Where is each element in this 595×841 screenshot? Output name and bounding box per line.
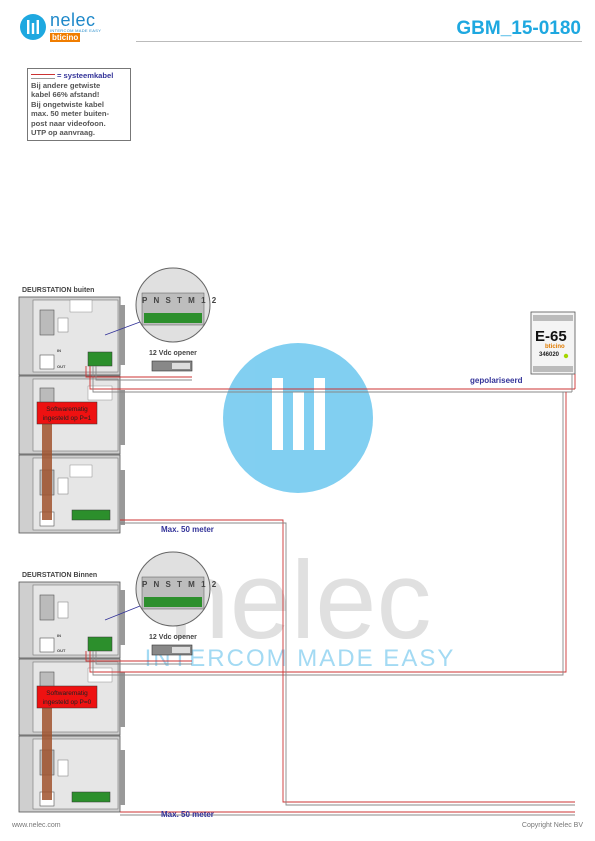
logo-wordmark: nelec — [50, 10, 96, 30]
opener-label: 12 Vdc opener — [149, 350, 197, 357]
software-note-box — [36, 401, 98, 425]
power-supply-code: 346020 — [539, 352, 560, 358]
bticino-logo: bticino — [50, 33, 81, 42]
note-line: max. 50 meter buiten- — [31, 109, 110, 118]
terminal-label: M — [188, 296, 197, 305]
polarity-note: gepolariseerd — [470, 376, 523, 385]
software-note-line: ingesteld op P=0 — [43, 699, 92, 706]
terminal-label: S — [165, 580, 173, 589]
terminal-zoom-outdoor — [104, 267, 211, 343]
terminal-zoom-indoor — [104, 551, 211, 627]
nelec-logo — [18, 12, 128, 42]
cable-note-box: = systeemkabel Bij andere getwiste kabel… — [27, 68, 131, 141]
terminal-label: T — [177, 580, 184, 589]
distance-label: Max. 50 meter — [161, 810, 214, 819]
software-note-line: Softwarematig — [46, 406, 88, 413]
header-divider — [136, 41, 582, 42]
note-line: Bij andere getwiste — [31, 80, 101, 90]
note-line: Bij ongetwiste kabel — [31, 99, 105, 109]
station-title: DEURSTATION buiten — [22, 287, 95, 294]
footer-copyright: Copyright Nelec BV — [521, 822, 583, 829]
distance-label: Max. 50 meter — [161, 525, 214, 534]
terminal-label: S — [165, 296, 173, 305]
terminal-label: N — [153, 296, 162, 305]
terminal-label: 1 — [201, 296, 208, 305]
software-note-line: ingesteld op P=1 — [43, 415, 92, 422]
terminal-label: T — [177, 296, 184, 305]
document-code: GBM_15-0180 — [456, 18, 581, 39]
terminal-labels: P N S T M 1 2 — [142, 296, 218, 305]
door-opener-indoor — [151, 644, 193, 656]
nelec-logo-icon — [20, 14, 46, 40]
note-title: = systeemkabel — [57, 71, 114, 80]
footer-website[interactable]: www.nelec.com — [12, 822, 61, 829]
module-label-in: IN — [57, 348, 61, 353]
note-line: post naar videofoon. — [31, 118, 106, 128]
watermark-word: nelec — [169, 539, 432, 662]
terminal-label: 2 — [211, 580, 219, 589]
software-note-line: Softwarematig — [46, 690, 88, 697]
terminal-label: 2 — [211, 296, 219, 305]
station-title: DEURSTATION Binnen — [22, 572, 98, 579]
module-label-in: IN — [57, 633, 61, 638]
system-cable-legend-icon — [31, 73, 55, 79]
software-note-box — [36, 685, 98, 709]
terminal-label: P — [142, 580, 150, 589]
terminal-label: N — [153, 580, 162, 589]
door-opener-outdoor — [151, 360, 193, 372]
module-label-out: OUT — [57, 648, 66, 653]
logo-tagline: INTERCOM MADE EASY — [50, 28, 102, 33]
system-cables — [85, 366, 576, 816]
opener-label: 12 Vdc opener — [149, 634, 197, 641]
watermark-tagline: INTERCOM MADE EASY — [145, 645, 456, 672]
terminal-labels: P N S T M 1 2 — [142, 580, 218, 589]
terminal-label: P — [142, 296, 150, 305]
watermark-logo — [223, 343, 373, 493]
power-supply-brand: bticino — [545, 344, 565, 350]
terminal-label: 1 — [201, 580, 208, 589]
module-label-out: OUT — [57, 364, 66, 369]
door-station-indoor — [18, 581, 125, 813]
power-supply-e65 — [530, 311, 576, 375]
power-supply-model: E-65 — [535, 328, 567, 345]
note-line: kabel 66% afstand! — [31, 90, 100, 99]
terminal-label: M — [188, 580, 197, 589]
note-line: UTP op aanvraag. — [31, 128, 96, 137]
